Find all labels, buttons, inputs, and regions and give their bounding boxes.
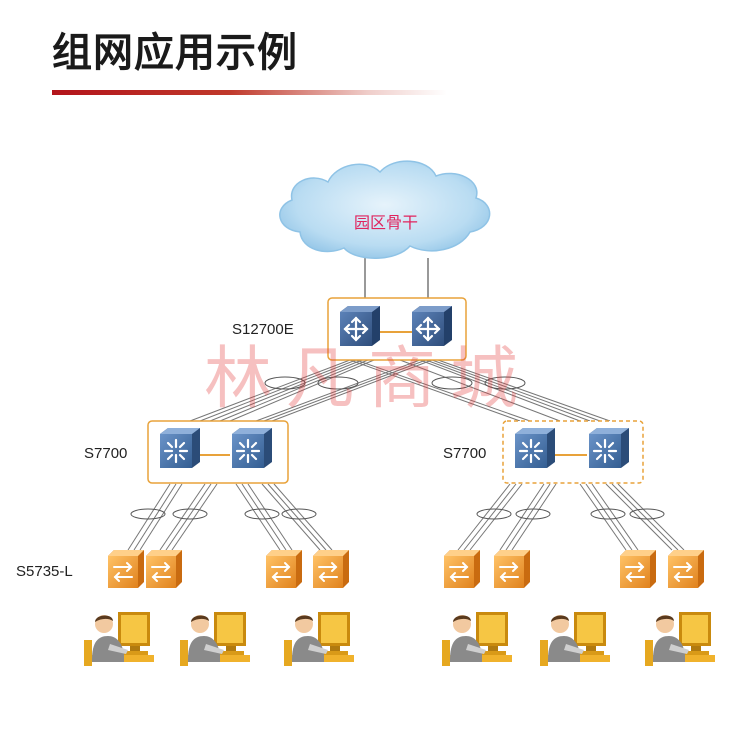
access-switch-icon [619, 549, 657, 589]
aggregation-switch-label-left: S7700 [84, 445, 127, 462]
core-switch-icon [230, 426, 274, 470]
page-title: 组网应用示例 [52, 30, 298, 76]
access-switch-icon [145, 549, 183, 589]
access-switch-label: S5735-L [16, 563, 73, 580]
core-switch-icon [513, 426, 557, 470]
title-underline [52, 90, 447, 95]
access-switch-icon [443, 549, 481, 589]
access-switch-icon [493, 549, 531, 589]
core-switch-icon [587, 426, 631, 470]
watermark: 林凡商城 [204, 340, 532, 419]
user-workstation-icon [442, 612, 512, 666]
campus-backbone-cloud [279, 160, 491, 259]
cloud-label: 园区骨干 [354, 213, 418, 232]
access-switch-icon [265, 549, 303, 589]
user-workstation-icon [284, 612, 354, 666]
user-workstation-icon [540, 612, 610, 666]
access-switch-icon [107, 549, 145, 589]
user-workstation-icon [84, 612, 154, 666]
core-switch-icon [158, 426, 202, 470]
user-workstation-icon [180, 612, 250, 666]
core-switch-label: S12700E [232, 321, 294, 338]
user-workstation-icon [645, 612, 715, 666]
access-switch-icon [667, 549, 705, 589]
access-switch-icon [312, 549, 350, 589]
aggregation-switch-label-right: S7700 [443, 445, 486, 462]
